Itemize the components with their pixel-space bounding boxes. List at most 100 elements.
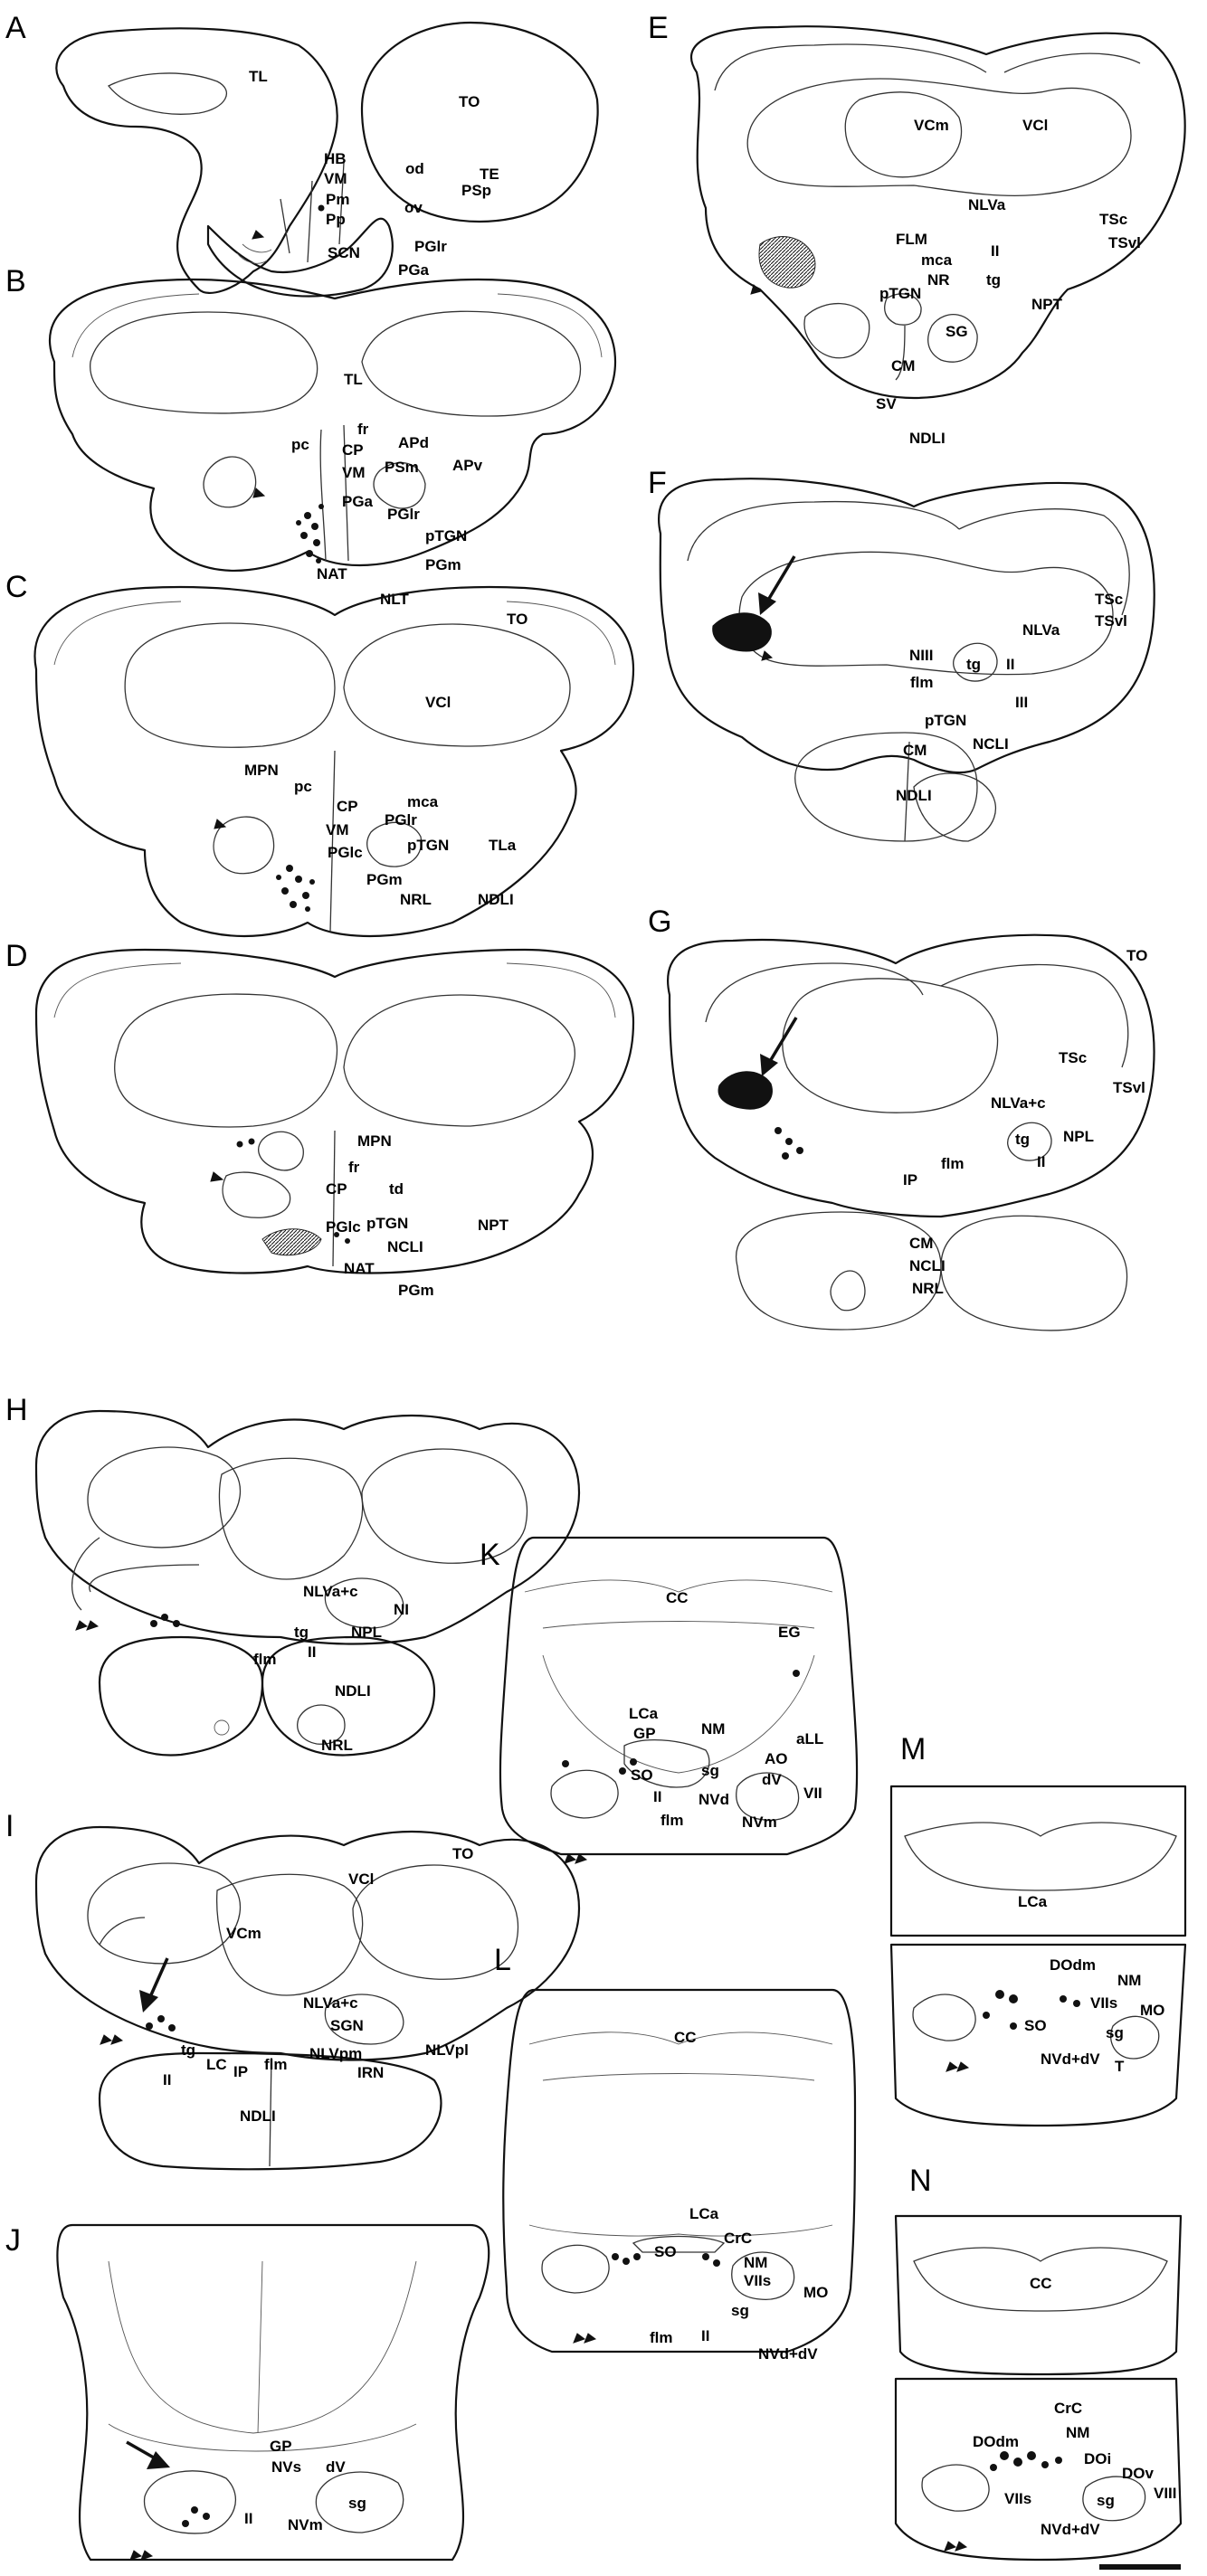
region-label: mca (407, 793, 439, 810)
region-label: II (308, 1643, 316, 1661)
region-label: LCa (689, 2205, 719, 2222)
region-label: tg (986, 271, 1001, 289)
region-label: dV (762, 1771, 782, 1788)
region-label: Pm (326, 191, 349, 208)
panel-d-dots (236, 1138, 350, 1244)
panel-h-labels: NLVa+c NI tg NPL flm II NDLI NRL (253, 1583, 409, 1754)
region-label: VM (326, 821, 349, 838)
panel-g-dots (775, 1127, 803, 1160)
panel-e: E VCm VCl TSc NLVa TSvl FLM II mca NR tg… (648, 11, 1186, 447)
region-label: flm (264, 2056, 288, 2073)
region-label: sg (1106, 2024, 1124, 2041)
scale-bar (1099, 2564, 1181, 2570)
region-label: CM (891, 357, 915, 374)
region-label: SCN (328, 244, 360, 261)
panel-c-dots (276, 865, 315, 912)
region-label: sg (348, 2495, 366, 2512)
panel-b: B TL fr pc CP VM PGa APd PSm APv PGlr pT… (5, 264, 617, 608)
region-label: CP (337, 798, 358, 815)
region-label: NVd (699, 1791, 729, 1808)
region-label: VIIs (1090, 1994, 1117, 2012)
region-label: flm (941, 1155, 965, 1172)
region-label: NLVa+c (303, 1994, 358, 2012)
region-label: NDLI (478, 891, 514, 908)
region-label: DOdm (973, 2433, 1019, 2450)
region-label: SO (631, 1766, 653, 1784)
region-label: flm (650, 2329, 673, 2346)
region-label: II (163, 2071, 171, 2088)
region-label: TE (480, 166, 499, 183)
panel-g-labels: TO TSc TSvl NLVa+c NPL tg II flm IP CM N… (903, 947, 1147, 1297)
region-label: NIII (909, 647, 933, 664)
region-label: NAT (317, 565, 347, 582)
panel-k-labels: CC EG LCa NM GP AO aLL SO sg dV VII II N… (629, 1589, 823, 1831)
panel-f: F NLVa TSc TSvl NIII tg II flm III pTGN … (648, 466, 1155, 842)
region-label: MO (1140, 2002, 1164, 2019)
region-label: SO (654, 2243, 677, 2260)
region-label: TSvl (1095, 612, 1127, 630)
region-label: Pp (326, 211, 346, 228)
region-label: NLVa (1022, 621, 1060, 639)
region-label: pTGN (879, 285, 921, 302)
region-label: SGN (330, 2017, 364, 2034)
panel-n: N CC CrC NM DOdm DOi DOv VIIs sg VIII NV… (894, 2164, 1183, 2562)
region-label: pTGN (407, 837, 449, 854)
region-label: LC (206, 2056, 227, 2073)
region-label: VIIs (744, 2272, 771, 2289)
region-label: VCl (348, 1870, 374, 1888)
region-label: NVm (742, 1814, 777, 1831)
region-label: PGlc (328, 844, 363, 861)
panel-letter: F (648, 466, 667, 500)
region-label: TLa (489, 837, 517, 854)
region-label: TL (344, 371, 363, 388)
region-label: SO (1024, 2017, 1047, 2034)
region-label: VII (803, 1785, 822, 1802)
region-label: PGm (425, 556, 461, 573)
region-label: PGm (366, 871, 403, 888)
panel-letter: A (5, 11, 26, 45)
region-label: NVd+dV (1041, 2050, 1100, 2068)
panel-a: A TL TO HB VM Pm Pp SCN od TE PSp ov PGl… (5, 11, 599, 298)
region-label: NRL (912, 1280, 944, 1297)
panel-l-dots (612, 2253, 720, 2267)
panel-m: M LCa DOdm NM VIIs MO SO sg NVd+dV T (889, 1732, 1187, 2127)
region-label: CrC (724, 2230, 752, 2247)
region-label: NLVa+c (991, 1094, 1046, 1112)
panel-h-dots (150, 1614, 180, 1627)
region-label: NLVpm (309, 2045, 362, 2062)
region-label: NPT (1031, 296, 1063, 313)
panel-m-labels: LCa DOdm NM VIIs MO SO sg NVd+dV T (1018, 1893, 1164, 2075)
region-label: CP (326, 1180, 347, 1198)
region-label: NPL (1063, 1128, 1094, 1145)
region-label: NM (1117, 1972, 1141, 1989)
region-label: pTGN (366, 1215, 408, 1232)
region-label: VIIs (1004, 2490, 1031, 2507)
region-label: NM (1066, 2424, 1089, 2441)
panel-i-labels: TO VCl VCm NLVa+c SGN NLVpl tg NLVpm IRN… (163, 1845, 473, 2125)
region-label: APv (452, 457, 483, 474)
panel-l-labels: CC LCa CrC SO NM VIIs MO sg flm II NVd+d… (650, 2029, 828, 2363)
region-label: NDLI (240, 2107, 276, 2125)
panel-g: G TO TSc TSvl NLVa+c NPL tg II flm IP CM… (648, 904, 1155, 1331)
region-label: HB (324, 150, 347, 167)
panel-letter: C (5, 570, 28, 604)
region-label: tg (181, 2041, 195, 2059)
region-label: NLVa+c (303, 1583, 358, 1600)
panel-letter: G (648, 904, 671, 939)
panel-i: I TO VCl VCm NLVa+c SGN NLVpl tg NLVpm I… (5, 1809, 581, 2171)
panel-h: H NLVa+c NI tg NPL flm II NDLI NRL (5, 1393, 581, 1757)
panel-b-dots (296, 504, 324, 564)
region-label: PGlr (387, 506, 420, 523)
panel-n-dots (990, 2451, 1062, 2471)
panel-e-labels: VCm VCl TSc NLVa TSvl FLM II mca NR tg p… (876, 117, 1141, 447)
panel-letter: M (900, 1732, 926, 1766)
region-label: VCm (914, 117, 949, 134)
region-label: sg (731, 2302, 749, 2319)
region-label: II (1006, 656, 1014, 673)
region-label: TL (249, 68, 268, 85)
region-label: NRL (321, 1737, 353, 1754)
panel-d-labels: MPN fr CP td PGlc pTGN NPT NCLI NAT PGm (326, 1132, 509, 1299)
panel-d: D MPN fr CP td PGlc pTGN NPT NCLI NAT PG… (5, 939, 635, 1299)
region-label: NLVpl (425, 2041, 469, 2059)
